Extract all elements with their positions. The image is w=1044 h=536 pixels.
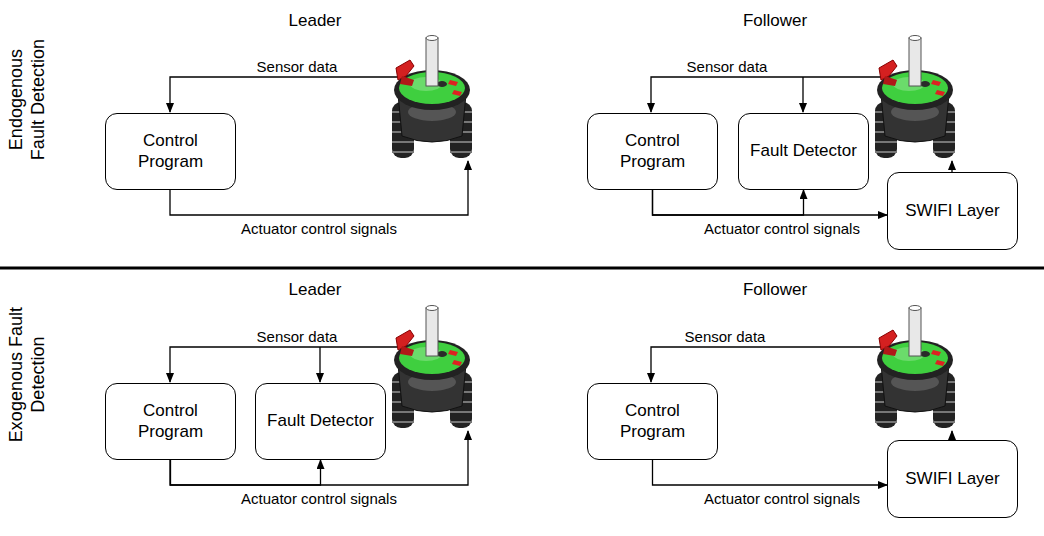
robot-illustration <box>875 306 955 429</box>
process-box: Control Program <box>587 113 718 190</box>
process-box: Control Program <box>587 383 718 460</box>
sensor-wire <box>651 347 886 382</box>
box-label: SWIFI Layer <box>905 469 999 489</box>
robot-heading: Leader <box>289 281 342 300</box>
process-box: SWIFI Layer <box>887 440 1018 518</box>
sensor-wire <box>802 77 803 112</box>
robot-heading: Leader <box>289 12 342 31</box>
panel-separator <box>0 267 1044 270</box>
process-box: Control Program <box>105 383 236 460</box>
robot-illustration <box>392 36 472 159</box>
sensor-wire <box>170 77 402 112</box>
signal-label: Sensor data <box>257 329 338 346</box>
robot-heading: Follower <box>743 12 807 31</box>
signal-connector <box>653 460 888 485</box>
sensor-wire <box>170 347 402 382</box>
process-box: Fault Detector <box>255 383 386 460</box>
box-label: Control Program <box>114 131 227 172</box>
signal-label: Sensor data <box>257 59 338 76</box>
process-box: Fault Detector <box>738 113 869 190</box>
box-label: Fault Detector <box>267 411 374 431</box>
box-label: Control Program <box>596 401 709 442</box>
signal-label: Actuator control signals <box>241 491 397 508</box>
sensor-wire <box>651 77 886 112</box>
signal-connector <box>653 190 804 215</box>
box-label: Control Program <box>114 401 227 442</box>
signal-connector <box>171 460 321 485</box>
signal-label: Actuator control signals <box>241 221 397 238</box>
sensor-wire <box>319 347 320 382</box>
signal-label: Actuator control signals <box>704 491 860 508</box>
signal-label: Actuator control signals <box>704 221 860 238</box>
box-label: Fault Detector <box>750 141 857 161</box>
process-box: SWIFI Layer <box>887 172 1018 250</box>
actuator-wire <box>951 161 952 172</box>
signal-connector <box>653 190 888 215</box>
box-label: Control Program <box>596 131 709 172</box>
actuator-wire <box>951 431 952 440</box>
robot-heading: Follower <box>743 281 807 300</box>
panel-title: Exogenous Fault Detection <box>6 305 49 445</box>
robot-illustration <box>875 36 955 159</box>
signal-label: Sensor data <box>685 329 766 346</box>
box-label: SWIFI Layer <box>905 201 999 221</box>
robot-illustration <box>392 306 472 429</box>
panel-title: Endogenous Fault Detection <box>6 30 49 170</box>
signal-label: Sensor data <box>687 59 768 76</box>
process-box: Control Program <box>105 113 236 190</box>
